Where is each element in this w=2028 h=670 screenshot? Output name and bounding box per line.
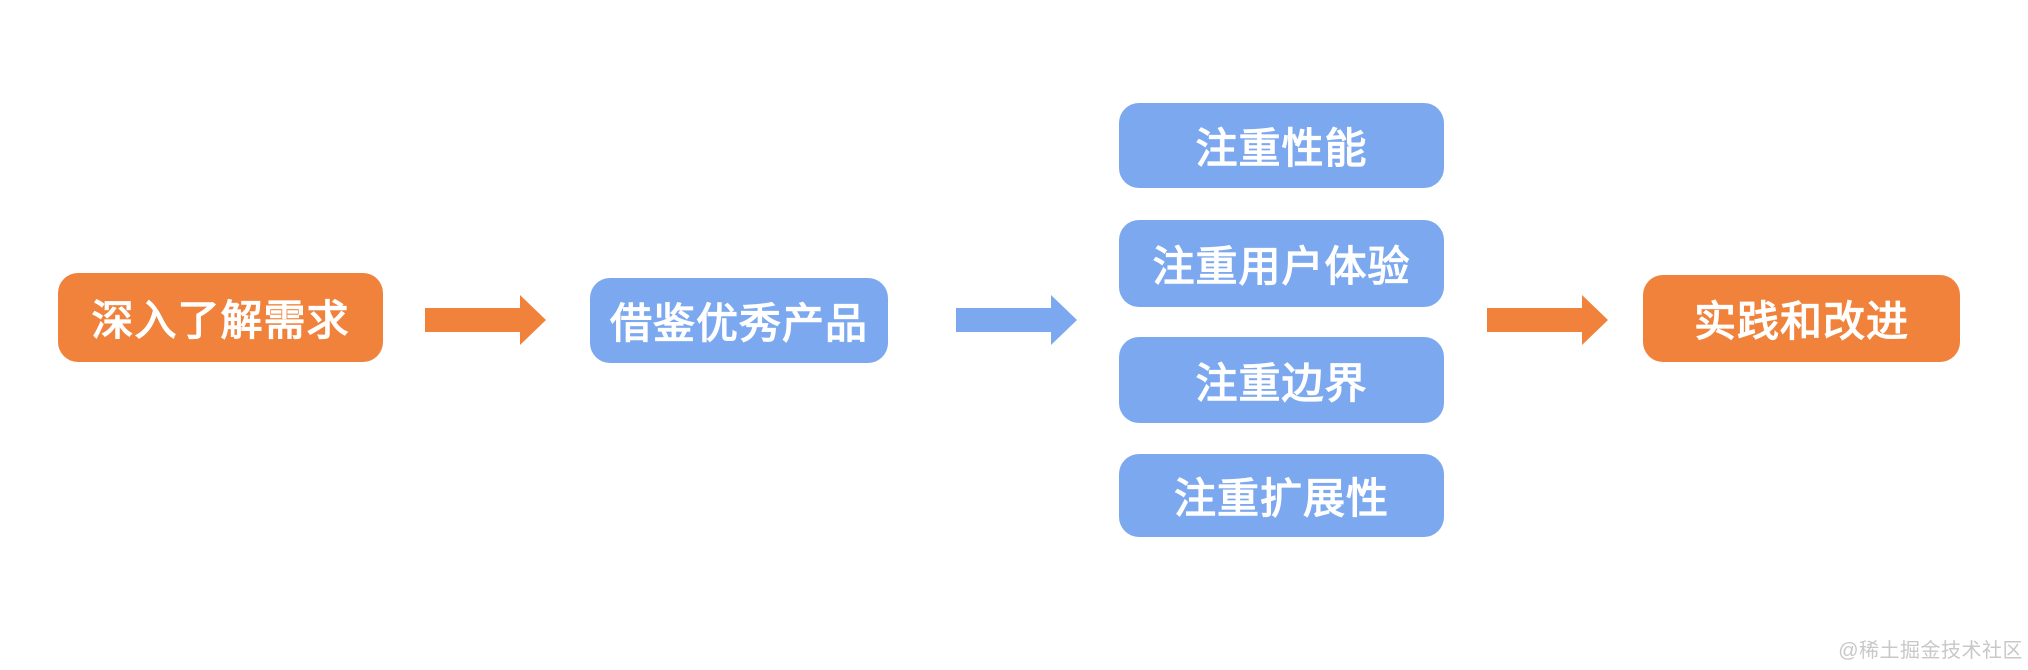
right-arrow-icon — [956, 295, 1077, 345]
flow-node-practice-improve: 实践和改进 — [1643, 275, 1960, 362]
flow-node-extensibility: 注重扩展性 — [1119, 454, 1444, 537]
flow-node-understand-requirements: 深入了解需求 — [58, 273, 383, 362]
flow-node-user-experience: 注重用户体验 — [1119, 220, 1444, 307]
flow-node-performance: 注重性能 — [1119, 103, 1444, 188]
flow-node-reference-products: 借鉴优秀产品 — [590, 278, 888, 363]
flow-node-boundary: 注重边界 — [1119, 337, 1444, 423]
watermark-text: @稀土掘金技术社区 — [1838, 640, 2023, 662]
right-arrow-icon — [1487, 295, 1608, 345]
right-arrow-icon — [425, 295, 546, 345]
